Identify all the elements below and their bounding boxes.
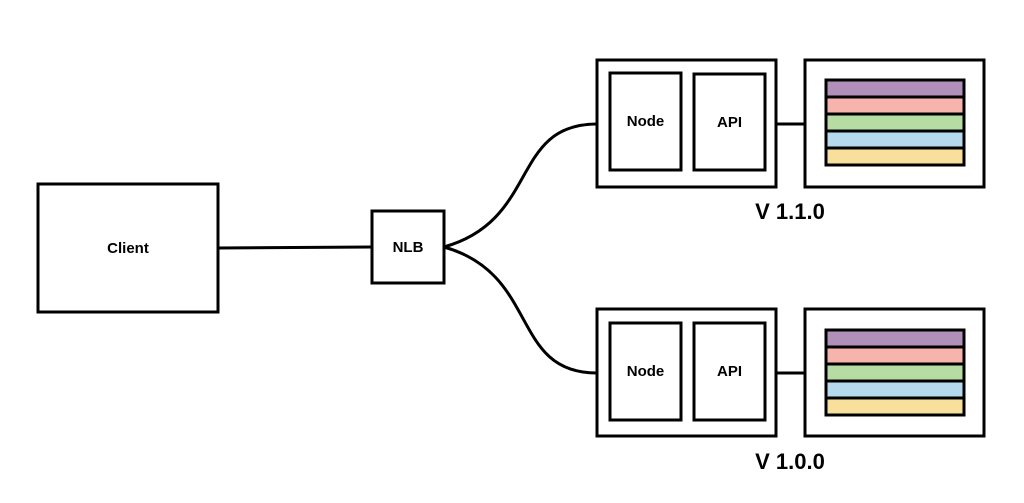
- node-label: Node: [627, 363, 665, 380]
- table-row-stripe: [824, 95, 966, 116]
- nlb-to-v100-connector: [443, 245, 598, 375]
- version-label: V 1.1.0: [755, 199, 825, 224]
- deployment-v100: Node API V 1.0.0: [595, 307, 986, 474]
- api-box: API: [692, 321, 767, 422]
- table-row-stripe: [824, 362, 966, 383]
- api-label: API: [717, 114, 742, 131]
- nlb-label: NLB: [393, 239, 424, 256]
- api-label: API: [717, 363, 742, 380]
- client-label: Client: [107, 240, 149, 257]
- table-row-stripe: [824, 146, 966, 167]
- api-box: API: [692, 72, 767, 172]
- service-container: Node API: [595, 58, 778, 189]
- table-row-stripe: [824, 78, 966, 99]
- table-row-stripe: [824, 129, 966, 150]
- node-box: Node: [608, 71, 683, 172]
- database-container: [803, 58, 986, 189]
- table-row-stripe: [824, 345, 966, 366]
- database-table: [824, 78, 966, 167]
- table-row-stripe: [824, 112, 966, 133]
- node-label: Node: [627, 113, 665, 130]
- deployment-v110: Node API V 1.1.0: [595, 58, 986, 224]
- database-container: [803, 307, 986, 438]
- nlb-to-v110-connector: [443, 122, 598, 249]
- database-table: [824, 328, 966, 417]
- service-container: Node API: [595, 307, 778, 438]
- version-label: V 1.0.0: [755, 449, 825, 474]
- client-nlb-connector: [217, 245, 373, 250]
- client-box: Client: [36, 182, 220, 314]
- table-row-stripe: [824, 379, 966, 400]
- table-row-stripe: [824, 396, 966, 417]
- nlb-box: NLB: [370, 209, 446, 285]
- node-box: Node: [608, 321, 683, 422]
- table-row-stripe: [824, 328, 966, 349]
